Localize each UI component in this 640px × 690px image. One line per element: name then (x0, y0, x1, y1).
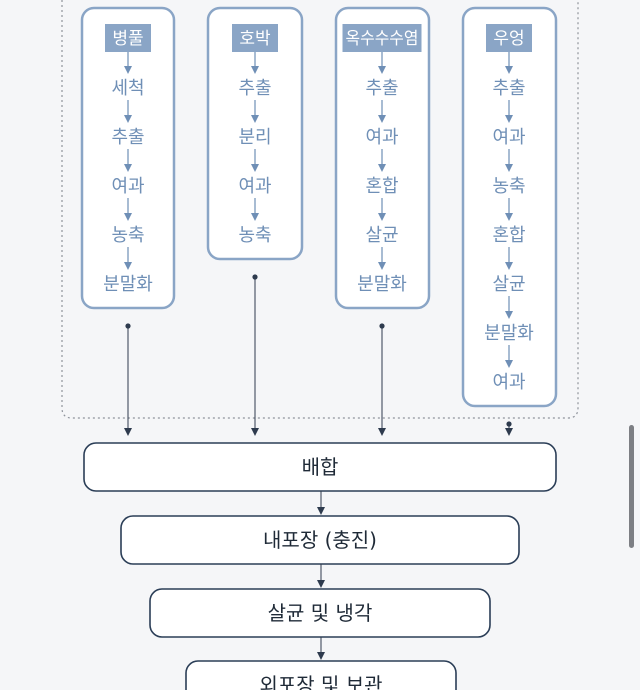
column-header: 우엉 (493, 29, 524, 49)
step-label: 혼합 (492, 225, 525, 246)
column-connectors (124, 274, 513, 436)
process-step-2: 내포장 (충진) (120, 515, 520, 588)
step-label: 농축 (492, 176, 525, 197)
column-header: 옥수수수염 (346, 29, 419, 49)
ingredient-columns: 병풀세척추출여과농축분말화호박추출분리여과농축옥수수수염추출여과혼합살균분말화우… (80, 6, 558, 408)
column-header-box (342, 24, 422, 52)
step-label: 여과 (238, 176, 271, 197)
column-header: 병풀 (112, 29, 143, 49)
process-box (149, 588, 491, 638)
column-header-box (486, 24, 532, 52)
process-step-3: 살균 및 냉각 (149, 588, 491, 660)
process-label: 살균 및 냉각 (268, 601, 373, 625)
step-label: 살균 (492, 274, 525, 295)
step-label: 혼합 (365, 176, 398, 197)
step-label: 여과 (365, 127, 398, 148)
step-label: 분리 (238, 127, 271, 148)
step-label: 추출 (365, 78, 398, 99)
step-label: 분말화 (103, 274, 153, 295)
column-box (206, 6, 304, 261)
step-label: 추출 (238, 78, 271, 99)
step-label: 살균 (365, 225, 398, 246)
step-label: 여과 (111, 176, 144, 197)
process-label: 외포장 및 보관 (259, 673, 382, 690)
process-label: 내포장 (충진) (263, 528, 377, 552)
step-label: 분말화 (357, 274, 407, 295)
process-label: 배합 (302, 455, 339, 479)
step-label: 농축 (238, 225, 271, 246)
step-label: 분말화 (484, 323, 534, 344)
step-label: 여과 (492, 127, 525, 148)
column-header-box (105, 24, 151, 52)
process-box (185, 660, 457, 690)
column-header: 호박 (239, 29, 271, 49)
step-label: 추출 (492, 78, 525, 99)
step-label: 여과 (492, 372, 525, 393)
step-label: 추출 (111, 127, 144, 148)
process-box (83, 442, 557, 492)
process-box (120, 515, 520, 565)
step-label: 농축 (111, 225, 144, 246)
column-header-box (232, 24, 278, 52)
process-step-1: 배합 (83, 442, 557, 515)
scrollbar-thumb[interactable] (629, 425, 634, 548)
process-step-4: 외포장 및 보관 (185, 660, 457, 690)
step-label: 세척 (111, 78, 144, 99)
